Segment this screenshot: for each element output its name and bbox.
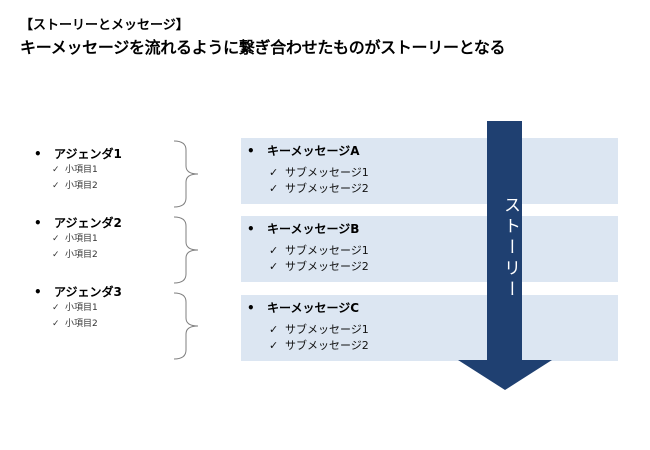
check-icon: ✓	[269, 244, 279, 257]
agenda-group-1: • アジェンダ1 ✓ 小項目1 ✓ 小項目2	[34, 146, 122, 194]
key-message-box-c: • キーメッセージC ✓ サブメッセージ1 ✓ サブメッセージ2	[241, 295, 618, 361]
agenda-group-3: • アジェンダ3 ✓ 小項目1 ✓ 小項目2	[34, 284, 122, 332]
sub-message: ✓ サブメッセージ2	[269, 180, 369, 196]
key-message-label: キーメッセージC	[267, 301, 360, 315]
sub-message: ✓ サブメッセージ1	[269, 321, 369, 337]
agenda-subitem-label: 小項目2	[65, 319, 98, 329]
check-icon: ✓	[269, 260, 279, 273]
check-icon: ✓	[52, 303, 60, 313]
key-message-label: キーメッセージB	[267, 222, 360, 236]
bullet-icon: •	[247, 222, 255, 236]
sub-message-label: サブメッセージ2	[285, 260, 369, 273]
sub-message: ✓ サブメッセージ1	[269, 164, 369, 180]
check-icon: ✓	[269, 182, 279, 195]
agenda-label: アジェンダ1	[54, 147, 122, 161]
sub-message-label: サブメッセージ2	[285, 339, 369, 352]
agenda-subitem: ✓ 小項目2	[52, 247, 122, 263]
agenda-label: アジェンダ2	[54, 216, 122, 230]
agenda-subitem-label: 小項目1	[65, 234, 98, 244]
right-brace-icon	[173, 292, 199, 360]
bullet-icon: •	[34, 147, 42, 161]
sub-message-label: サブメッセージ2	[285, 182, 369, 195]
agenda-subitem-label: 小項目2	[65, 250, 98, 260]
slide-title: キーメッセージを流れるように繋ぎ合わせたものがストーリーとなる	[20, 38, 506, 57]
sub-message: ✓ サブメッセージ2	[269, 258, 369, 274]
agenda-group-2: • アジェンダ2 ✓ 小項目1 ✓ 小項目2	[34, 215, 122, 263]
check-icon: ✓	[269, 323, 279, 336]
agenda-subitem-label: 小項目1	[65, 303, 98, 313]
sub-message: ✓ サブメッセージ2	[269, 337, 369, 353]
key-message-label: キーメッセージA	[267, 144, 360, 158]
check-icon: ✓	[269, 339, 279, 352]
agenda-heading: • アジェンダ2	[34, 215, 122, 231]
check-icon: ✓	[52, 181, 60, 191]
agenda-subitem: ✓ 小項目1	[52, 300, 122, 316]
agenda-subitem: ✓ 小項目2	[52, 316, 122, 332]
check-icon: ✓	[52, 319, 60, 329]
agenda-subitem: ✓ 小項目1	[52, 231, 122, 247]
key-message-box-a: • キーメッセージA ✓ サブメッセージ1 ✓ サブメッセージ2	[241, 138, 618, 204]
agenda-label: アジェンダ3	[54, 285, 122, 299]
right-brace-icon	[173, 140, 199, 208]
agenda-heading: • アジェンダ1	[34, 146, 122, 162]
section-label: 【ストーリーとメッセージ】	[20, 18, 189, 33]
story-label: ストーリー	[500, 196, 520, 301]
right-brace-icon	[173, 216, 199, 284]
agenda-subitem: ✓ 小項目1	[52, 162, 122, 178]
check-icon: ✓	[52, 165, 60, 175]
key-message-box-b: • キーメッセージB ✓ サブメッセージ1 ✓ サブメッセージ2	[241, 216, 618, 282]
bullet-icon: •	[34, 285, 42, 299]
bullet-icon: •	[247, 301, 255, 315]
sub-message-label: サブメッセージ1	[285, 323, 369, 336]
agenda-subitem-label: 小項目2	[65, 181, 98, 191]
key-message-heading: • キーメッセージC	[247, 299, 359, 316]
check-icon: ✓	[52, 250, 60, 260]
key-message-heading: • キーメッセージA	[247, 142, 360, 159]
key-message-heading: • キーメッセージB	[247, 220, 359, 237]
agenda-heading: • アジェンダ3	[34, 284, 122, 300]
check-icon: ✓	[52, 234, 60, 244]
check-icon: ✓	[269, 166, 279, 179]
sub-message: ✓ サブメッセージ1	[269, 242, 369, 258]
bullet-icon: •	[247, 144, 255, 158]
sub-message-label: サブメッセージ1	[285, 166, 369, 179]
agenda-subitem-label: 小項目1	[65, 165, 98, 175]
agenda-subitem: ✓ 小項目2	[52, 178, 122, 194]
sub-message-label: サブメッセージ1	[285, 244, 369, 257]
bullet-icon: •	[34, 216, 42, 230]
